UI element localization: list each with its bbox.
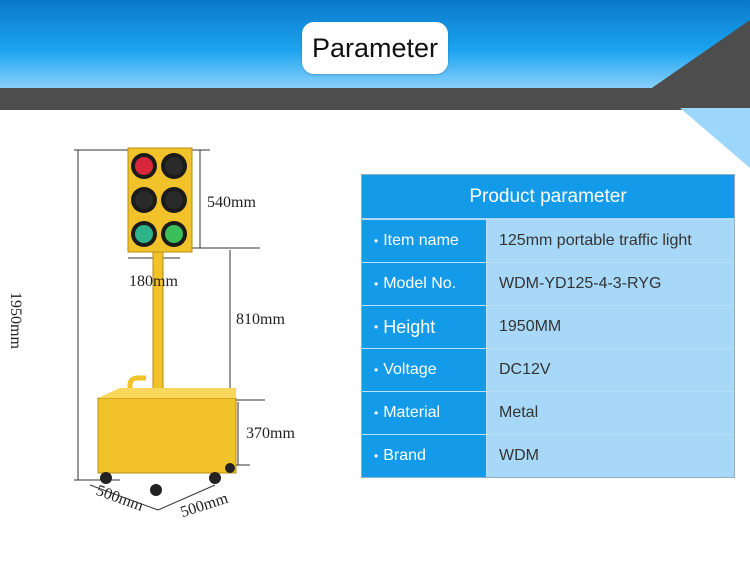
table-row: •Height 1950MM: [362, 305, 734, 348]
table-row: •Model No. WDM-YD125-4-3-RYG: [362, 262, 734, 305]
row-value: 125mm portable traffic light: [487, 220, 734, 262]
table-row: •Item name 125mm portable traffic light: [362, 219, 734, 262]
row-value: WDM-YD125-4-3-RYG: [487, 263, 734, 305]
header-band: [0, 0, 750, 110]
corner-accent: [680, 108, 750, 168]
dim-total-height: 1950mm: [7, 292, 24, 349]
dim-head-height: 540mm: [207, 194, 256, 211]
row-value: WDM: [487, 435, 734, 477]
row-label: Voltage: [383, 361, 437, 378]
table-row: •Voltage DC12V: [362, 348, 734, 391]
row-label: Brand: [383, 447, 426, 464]
dim-head-width: 180mm: [129, 273, 178, 290]
row-value: 1950MM: [487, 306, 734, 348]
row-label: Model No.: [383, 275, 457, 292]
dim-base-height: 370mm: [246, 425, 295, 442]
dim-pole-height: 810mm: [236, 311, 285, 328]
row-label: Material: [383, 404, 441, 421]
row-value: DC12V: [487, 349, 734, 391]
product-parameter-table: Product parameter •Item name 125mm porta…: [361, 174, 735, 478]
row-value: Metal: [487, 392, 734, 434]
row-label: Height: [383, 316, 436, 337]
traffic-light-illustration: [74, 147, 265, 511]
table-row: •Material Metal: [362, 391, 734, 434]
table-row: •Brand WDM: [362, 434, 734, 477]
page-title: Parameter: [302, 22, 448, 74]
row-label: Item name: [383, 232, 459, 249]
table-header: Product parameter: [362, 175, 734, 219]
